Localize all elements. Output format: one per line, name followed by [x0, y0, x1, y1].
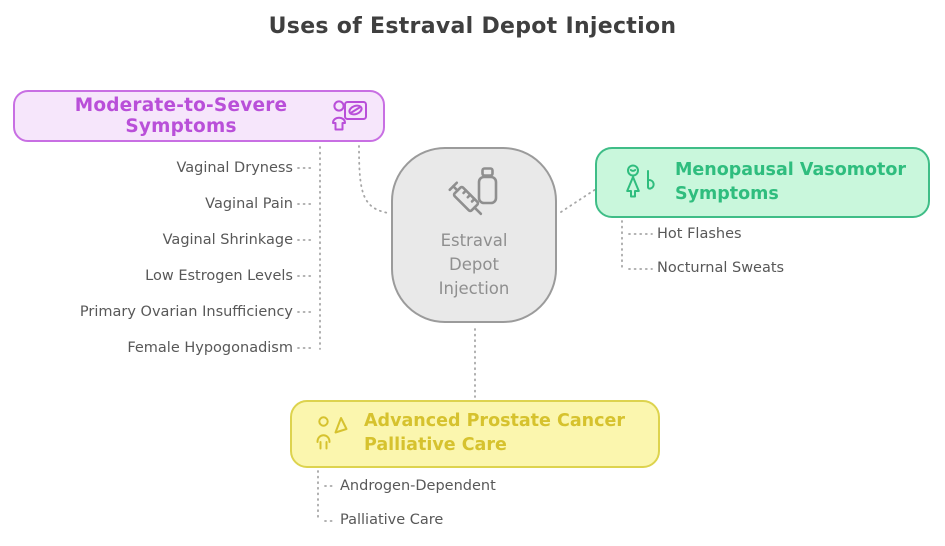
leaf-item: Palliative Care	[340, 512, 444, 528]
branch-moderate-severe-symptoms: Moderate-to-Severe Symptoms	[13, 90, 385, 142]
leaf-item: Androgen-Dependent	[340, 478, 496, 494]
doctor-presentation-icon	[329, 96, 369, 136]
center-node-estraval-depot-injection: Estraval Depot Injection	[391, 147, 557, 323]
leaf-item: Female Hypogonadism	[127, 340, 293, 356]
leaf-item: Vaginal Pain	[205, 196, 293, 212]
diagram-title: Uses of Estraval Depot Injection	[268, 14, 677, 39]
leaf-item: Vaginal Dryness	[176, 160, 293, 176]
leaf-item: Vaginal Shrinkage	[162, 232, 293, 248]
leaf-item: Hot Flashes	[657, 226, 742, 242]
syringe-vial-icon	[445, 163, 503, 225]
female-patient-icon	[621, 162, 663, 204]
branch-moderate-label: Moderate-to-Severe Symptoms	[74, 95, 288, 137]
branch-menopausal-label: Menopausal Vasomotor Symptoms	[675, 159, 906, 204]
male-ribbon-icon	[312, 414, 352, 454]
branch-advanced-prostate-cancer: Advanced Prostate Cancer Palliative Care	[290, 400, 660, 468]
leaf-item: Low Estrogen Levels	[145, 268, 293, 284]
connector-center-to-green	[560, 188, 597, 213]
connector-purple-to-center	[358, 145, 389, 214]
leaf-item: Primary Ovarian Insufficiency	[79, 304, 293, 320]
leaf-item: Nocturnal Sweats	[657, 260, 785, 276]
branch-menopausal-vasomotor-symptoms: Menopausal Vasomotor Symptoms	[595, 147, 930, 218]
center-node-label: Estraval Depot Injection	[438, 231, 510, 298]
branch-prostate-label: Advanced Prostate Cancer Palliative Care	[364, 411, 625, 455]
